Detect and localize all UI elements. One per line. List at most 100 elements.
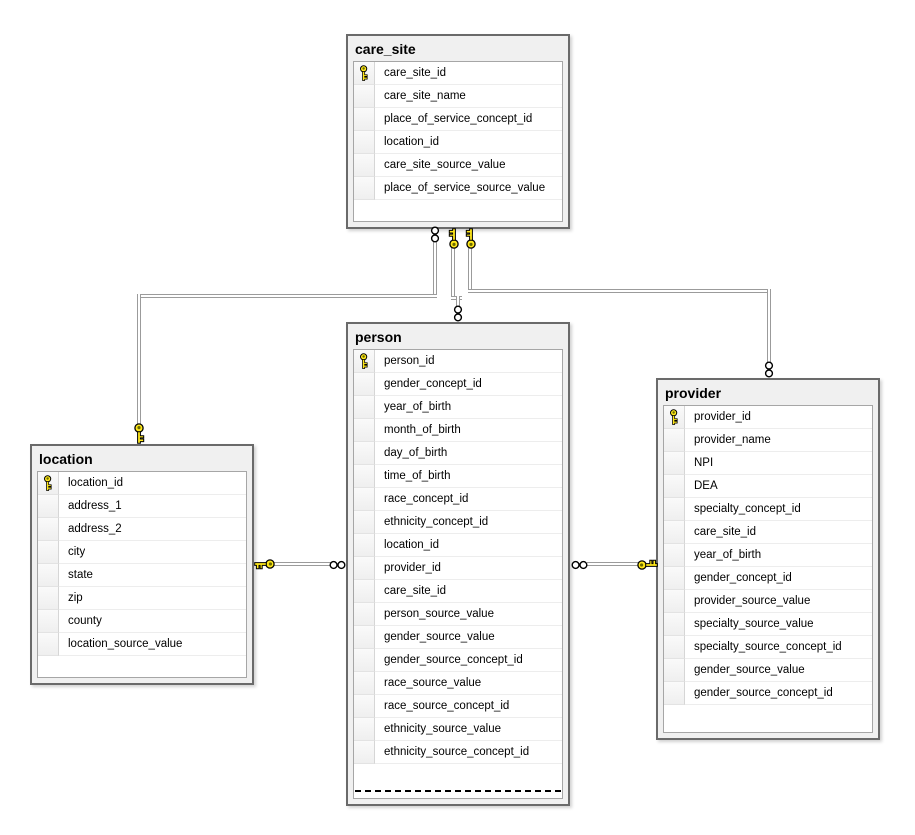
column-row[interactable]: ethnicity_source_value xyxy=(354,718,562,741)
column-row[interactable]: person_id xyxy=(354,350,562,373)
column-row[interactable]: zip xyxy=(38,587,246,610)
row-selector[interactable] xyxy=(354,649,375,672)
column-row[interactable]: place_of_service_concept_id xyxy=(354,108,562,131)
column-row[interactable]: address_1 xyxy=(38,495,246,518)
column-row[interactable]: provider_source_value xyxy=(664,590,872,613)
column-row[interactable]: month_of_birth xyxy=(354,419,562,442)
row-selector[interactable] xyxy=(664,636,685,659)
row-selector[interactable] xyxy=(354,465,375,488)
row-selector[interactable] xyxy=(354,626,375,649)
row-selector[interactable] xyxy=(354,373,375,396)
relationship-line[interactable] xyxy=(451,247,455,298)
column-row[interactable]: care_site_source_value xyxy=(354,154,562,177)
row-selector[interactable] xyxy=(354,603,375,626)
relationship-line[interactable] xyxy=(433,242,437,296)
row-selector[interactable] xyxy=(354,442,375,465)
column-row[interactable]: race_concept_id xyxy=(354,488,562,511)
column-row[interactable]: location_id xyxy=(354,131,562,154)
row-selector[interactable] xyxy=(354,741,375,764)
relationship-line[interactable] xyxy=(271,562,331,566)
row-selector[interactable] xyxy=(38,518,59,541)
row-selector[interactable] xyxy=(354,396,375,419)
column-row[interactable]: DEA xyxy=(664,475,872,498)
row-selector[interactable] xyxy=(354,695,375,718)
column-row[interactable]: race_source_value xyxy=(354,672,562,695)
row-selector[interactable] xyxy=(354,177,375,200)
column-row[interactable]: county xyxy=(38,610,246,633)
row-selector[interactable] xyxy=(38,633,59,656)
row-selector[interactable] xyxy=(38,610,59,633)
column-row[interactable]: provider_id xyxy=(664,406,872,429)
row-selector[interactable] xyxy=(664,429,685,452)
column-row[interactable]: time_of_birth xyxy=(354,465,562,488)
relationship-line[interactable] xyxy=(137,294,141,424)
column-row[interactable]: place_of_service_source_value xyxy=(354,177,562,200)
column-row[interactable]: gender_source_value xyxy=(664,659,872,682)
table-title[interactable]: provider xyxy=(665,385,722,401)
column-row[interactable]: care_site_id xyxy=(354,580,562,603)
column-row[interactable]: state xyxy=(38,564,246,587)
relationship-line[interactable] xyxy=(587,562,640,566)
relationship-line[interactable] xyxy=(137,294,437,298)
column-row[interactable]: provider_name xyxy=(664,429,872,452)
column-row[interactable]: location_id xyxy=(354,534,562,557)
row-selector[interactable] xyxy=(664,682,685,705)
column-row[interactable]: specialty_concept_id xyxy=(664,498,872,521)
column-row[interactable]: ethnicity_source_concept_id xyxy=(354,741,562,764)
column-row[interactable]: specialty_source_value xyxy=(664,613,872,636)
column-row[interactable]: ethnicity_concept_id xyxy=(354,511,562,534)
column-row[interactable]: gender_concept_id xyxy=(354,373,562,396)
column-row[interactable]: gender_concept_id xyxy=(664,567,872,590)
column-row[interactable]: gender_source_value xyxy=(354,626,562,649)
relationship-line[interactable] xyxy=(468,247,472,293)
column-row[interactable]: year_of_birth xyxy=(354,396,562,419)
row-selector[interactable] xyxy=(354,511,375,534)
primary-key-icon[interactable] xyxy=(354,350,375,373)
column-row[interactable]: location_id xyxy=(38,472,246,495)
primary-key-icon[interactable] xyxy=(354,62,375,85)
column-row[interactable]: year_of_birth xyxy=(664,544,872,567)
row-selector[interactable] xyxy=(354,154,375,177)
table-title[interactable]: person xyxy=(355,329,402,345)
column-row[interactable]: care_site_id xyxy=(354,62,562,85)
row-selector[interactable] xyxy=(38,587,59,610)
row-selector[interactable] xyxy=(664,452,685,475)
relationship-line[interactable] xyxy=(468,289,771,293)
column-row[interactable]: gender_source_concept_id xyxy=(354,649,562,672)
column-row[interactable]: NPI xyxy=(664,452,872,475)
table-title[interactable]: care_site xyxy=(355,41,416,57)
column-row[interactable]: provider_id xyxy=(354,557,562,580)
primary-key-icon[interactable] xyxy=(664,406,685,429)
column-row[interactable]: care_site_id xyxy=(664,521,872,544)
relationship-line[interactable] xyxy=(767,289,771,363)
row-selector[interactable] xyxy=(38,564,59,587)
row-selector[interactable] xyxy=(664,659,685,682)
column-row[interactable]: gender_source_concept_id xyxy=(664,682,872,705)
row-selector[interactable] xyxy=(664,544,685,567)
column-row[interactable]: race_source_concept_id xyxy=(354,695,562,718)
row-selector[interactable] xyxy=(664,498,685,521)
row-selector[interactable] xyxy=(354,488,375,511)
table-title[interactable]: location xyxy=(39,451,93,467)
row-selector[interactable] xyxy=(354,419,375,442)
row-selector[interactable] xyxy=(354,557,375,580)
column-row[interactable]: city xyxy=(38,541,246,564)
column-row[interactable]: day_of_birth xyxy=(354,442,562,465)
row-selector[interactable] xyxy=(354,131,375,154)
column-row[interactable]: address_2 xyxy=(38,518,246,541)
row-selector[interactable] xyxy=(664,590,685,613)
column-row[interactable]: care_site_name xyxy=(354,85,562,108)
row-selector[interactable] xyxy=(38,541,59,564)
row-selector[interactable] xyxy=(664,521,685,544)
relationship-line[interactable] xyxy=(456,296,460,307)
row-selector[interactable] xyxy=(354,672,375,695)
row-selector[interactable] xyxy=(354,85,375,108)
column-row[interactable]: location_source_value xyxy=(38,633,246,656)
row-selector[interactable] xyxy=(354,108,375,131)
row-selector[interactable] xyxy=(664,567,685,590)
